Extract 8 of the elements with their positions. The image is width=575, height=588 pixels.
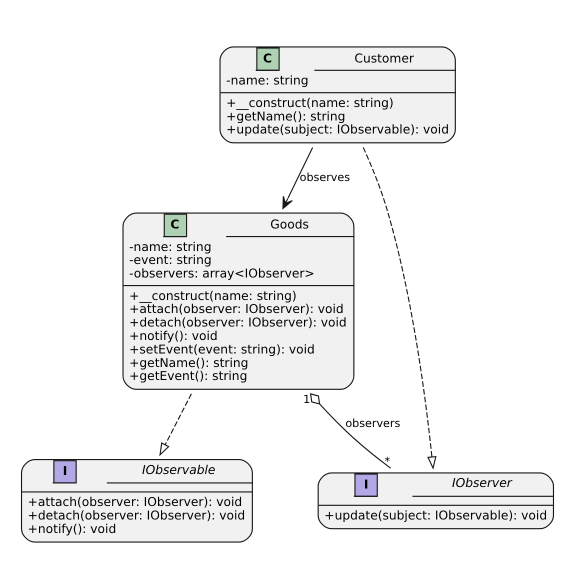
connector [310, 392, 391, 468]
arrow [362, 146, 437, 470]
edge-label: observers [345, 416, 400, 430]
edge-label: observes [300, 170, 350, 184]
label: * [384, 454, 390, 468]
label: 1 [303, 392, 310, 406]
arrow [159, 393, 192, 456]
arrow [282, 146, 314, 209]
